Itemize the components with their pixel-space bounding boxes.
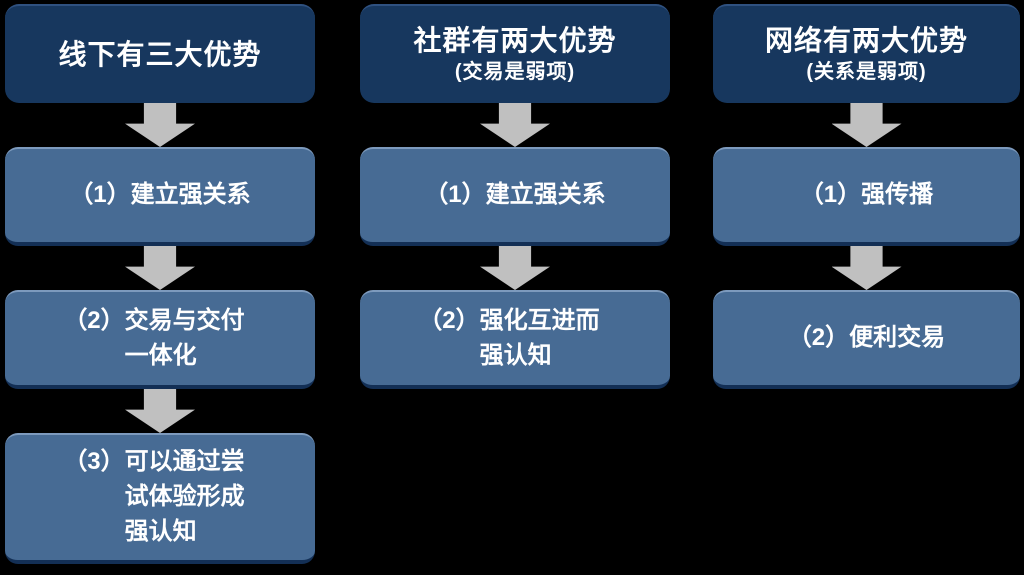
step-marker: （2） (418, 306, 480, 334)
column-community: 社群有两大优势 (交易是弱项) （1） 建立强关系 （2） 强化互进而强认知 (360, 4, 670, 389)
step-box-network-1: （1） 强传播 (713, 147, 1020, 246)
step-text: 交易与交付一体化 (124, 306, 245, 369)
step-text: 强化互进而强认知 (479, 306, 600, 369)
step-text: 可以通过尝试体验形成强认知 (124, 448, 245, 545)
arrow-down-icon (125, 389, 195, 433)
step-text: 强传播 (861, 181, 934, 209)
arrow-down-icon (480, 103, 550, 147)
step-marker: （3） (63, 448, 125, 476)
step-item: （2） 交易与交付一体化 (63, 304, 256, 374)
header-subtitle: (交易是弱项) (454, 61, 576, 83)
header-box-network: 网络有两大优势 (关系是弱项) (713, 4, 1020, 103)
step-marker: （1） (69, 181, 131, 209)
arrow-down-icon (831, 246, 902, 290)
step-item: （3） 可以通过尝试体验形成强认知 (63, 445, 256, 549)
arrow-down-icon (125, 246, 195, 290)
step-item: （1） 建立强关系 (424, 178, 605, 213)
header-title: 网络有两大优势 (764, 25, 968, 56)
step-marker: （2） (787, 324, 850, 352)
step-item: （2） 便利交易 (788, 321, 945, 356)
step-text: 建立强关系 (130, 181, 251, 209)
header-title: 社群有两大优势 (413, 25, 617, 56)
step-item: （1） 强传播 (800, 178, 933, 213)
step-marker: （2） (63, 306, 125, 334)
header-subtitle: (关系是弱项) (806, 61, 927, 83)
step-box-community-1: （1） 建立强关系 (360, 147, 670, 246)
step-marker: （1） (424, 181, 486, 209)
column-offline: 线下有三大优势 （1） 建立强关系 （2） 交易与交付一体化 （3） 可以通过尝… (5, 4, 315, 564)
header-box-offline: 线下有三大优势 (5, 4, 315, 103)
column-network: 网络有两大优势 (关系是弱项) （1） 强传播 （2） 便利交易 (713, 4, 1020, 389)
step-text: 建立强关系 (485, 181, 606, 209)
step-box-offline-3: （3） 可以通过尝试体验形成强认知 (5, 433, 315, 564)
step-box-offline-2: （2） 交易与交付一体化 (5, 290, 315, 389)
step-box-community-2: （2） 强化互进而强认知 (360, 290, 670, 389)
step-box-offline-1: （1） 建立强关系 (5, 147, 315, 246)
arrow-down-icon (480, 246, 550, 290)
step-text: 便利交易 (849, 324, 946, 352)
step-marker: （1） (799, 181, 862, 209)
step-item: （2） 强化互进而强认知 (418, 304, 611, 374)
step-box-network-2: （2） 便利交易 (713, 290, 1020, 389)
arrow-down-icon (831, 103, 902, 147)
arrow-down-icon (125, 103, 195, 147)
step-item: （1） 建立强关系 (69, 178, 250, 213)
header-box-community: 社群有两大优势 (交易是弱项) (360, 4, 670, 103)
header-title: 线下有三大优势 (58, 38, 262, 70)
